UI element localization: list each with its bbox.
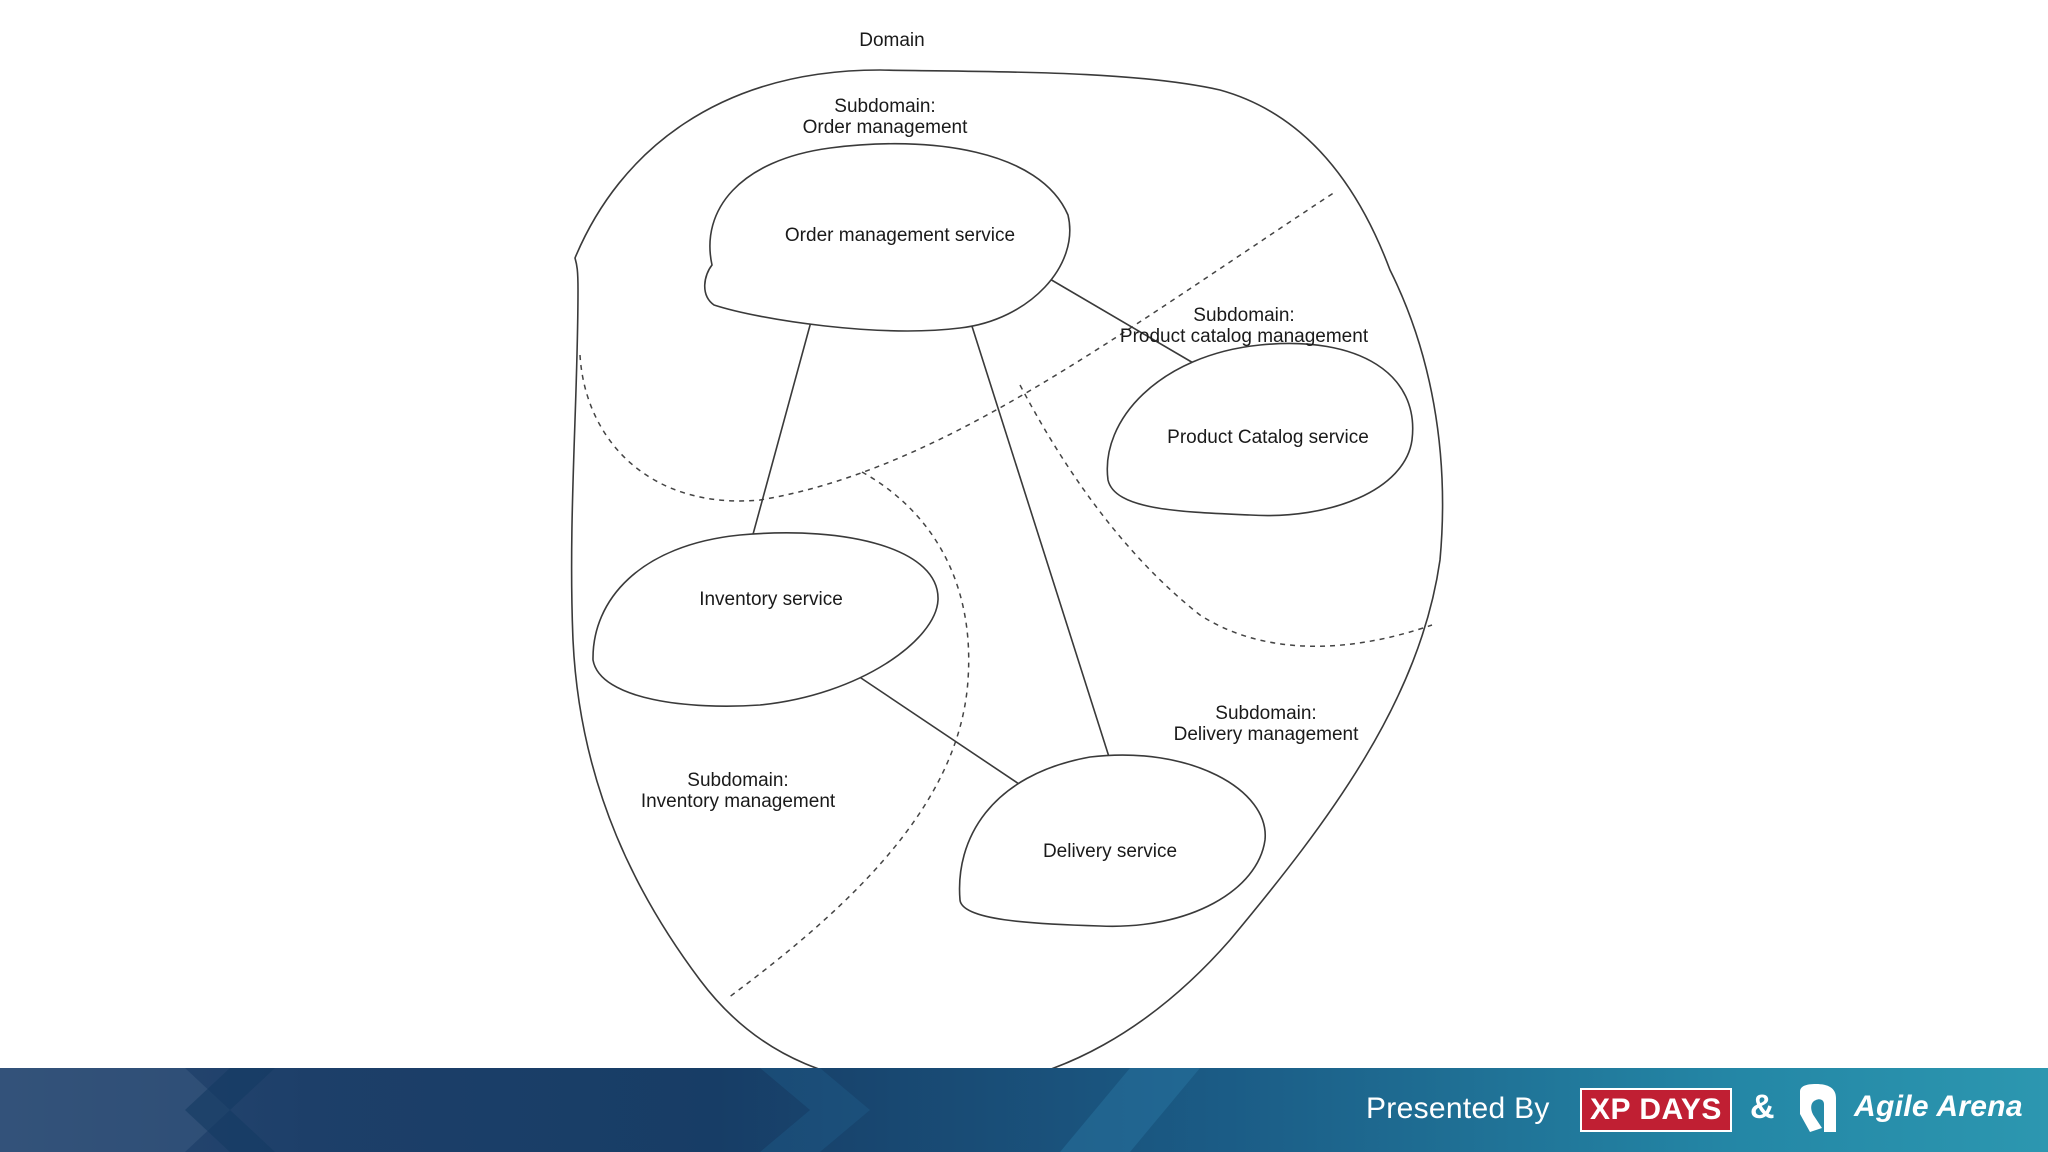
catalog-subdomain-boundary [1019, 384, 1433, 647]
order-subdomain-boundary [579, 191, 1336, 502]
product-catalog-service-shape [1106, 342, 1414, 517]
inventory-service-label: Inventory service [699, 589, 843, 610]
delivery-subdomain-label-line2: Delivery management [1174, 724, 1360, 745]
domain-label: Domain [859, 30, 924, 51]
link-order-delivery [969, 319, 1111, 761]
inventory-subdomain-label-line1: Subdomain: [687, 770, 788, 791]
inventory-service-shape [592, 532, 939, 707]
delivery-subdomain-label-line1: Subdomain: [1215, 703, 1316, 724]
footer-chevron-decoration [0, 1068, 1200, 1152]
inventory-subdomain-label-line2: Inventory management [641, 791, 836, 812]
catalog-subdomain-label-line2: Product catalog management [1120, 326, 1369, 347]
product-catalog-service-label: Product Catalog service [1167, 427, 1369, 448]
domain-boundary [570, 69, 1444, 1068]
delivery-service-shape [958, 754, 1266, 928]
order-management-service-label: Order management service [785, 225, 1015, 246]
link-inventory-delivery [854, 673, 1023, 787]
order-subdomain-label-line1: Subdomain: [834, 96, 935, 117]
order-management-service-shape [703, 142, 1071, 332]
link-order-catalog [1042, 274, 1196, 365]
delivery-service-label: Delivery service [1043, 841, 1177, 862]
presented-by-text: Presented By [1366, 1092, 1550, 1125]
order-subdomain-label-line2: Order management [803, 117, 968, 138]
domain-diagram: Domain Subdomain: Order management Subdo… [570, 30, 1444, 1068]
ampersand-text: & [1750, 1088, 1775, 1126]
sponsor-footer-bar: Presented By XP DAYS & Agile Arena [0, 1068, 2048, 1152]
link-order-inventory [751, 317, 813, 539]
catalog-subdomain-label-line1: Subdomain: [1193, 305, 1294, 326]
xp-days-logo: XP DAYS [1580, 1088, 1732, 1132]
agile-arena-text: Agile Arena [1854, 1090, 2023, 1123]
inventory-subdomain-boundary [727, 471, 970, 999]
agile-arena-logo-icon [1800, 1084, 1836, 1132]
